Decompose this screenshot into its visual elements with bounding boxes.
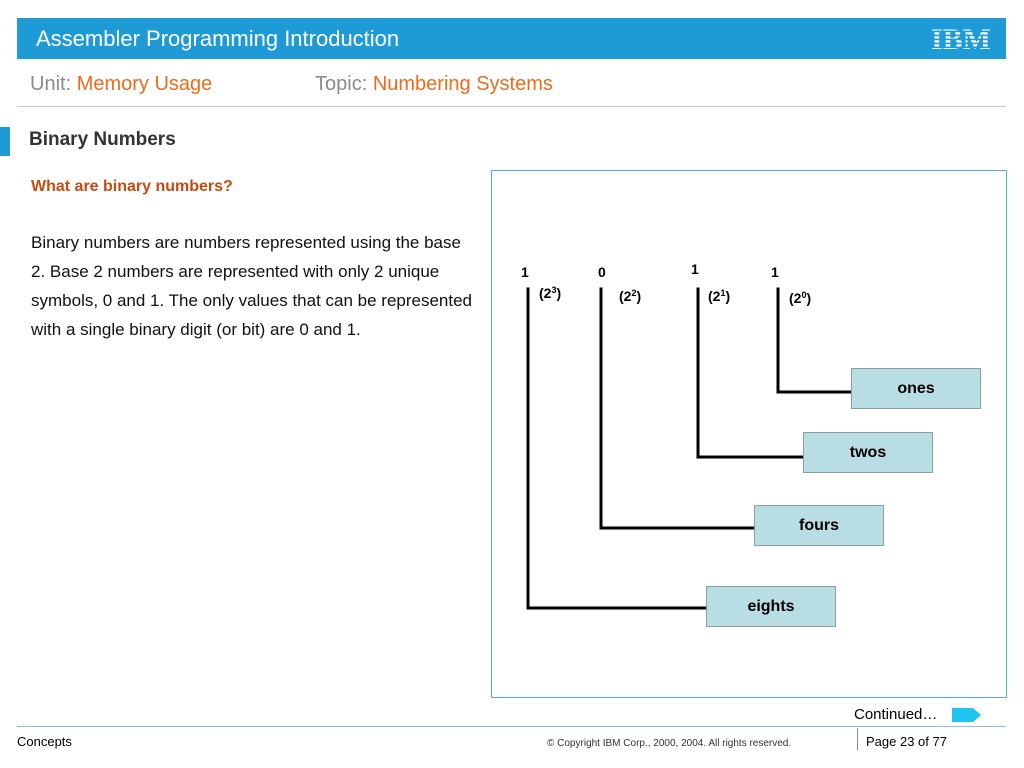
- subheader-divider: [17, 106, 1006, 107]
- footer-divider: [17, 726, 1006, 727]
- bit-digit: 1: [771, 264, 779, 280]
- place-box-twos: twos: [803, 432, 933, 473]
- power-label: (23): [539, 285, 562, 301]
- connector-lines: [526, 287, 853, 610]
- topic-value: Numbering Systems: [372, 73, 553, 95]
- presentation-title: Assembler Programming Introduction: [36, 26, 400, 51]
- connector-fours: [599, 287, 756, 530]
- connector-eights: [526, 287, 708, 610]
- header-bar: Assembler Programming Introduction IBM: [17, 18, 1006, 59]
- topic-label: Topic:: [315, 73, 368, 95]
- connector-ones: [776, 287, 853, 394]
- section-marker: [0, 127, 10, 156]
- bit-digit: 1: [691, 261, 699, 277]
- footer-section-name: Concepts: [17, 734, 72, 749]
- bit-digit: 1: [521, 264, 529, 280]
- page-number: Page 23 of 77: [866, 734, 947, 749]
- place-box-fours: fours: [754, 505, 884, 546]
- bit-digit: 0: [598, 264, 606, 280]
- section-title: Binary Numbers: [29, 129, 176, 150]
- ibm-logo: IBM: [931, 24, 991, 52]
- copyright-notice: © Copyright IBM Corp., 2000, 2004. All r…: [547, 738, 792, 749]
- binary-place-value-diagram: 1 0 1 1 (23) (22) (21) (20) ones twos fo…: [491, 170, 1007, 698]
- power-label: (22): [619, 288, 642, 304]
- connector-twos: [696, 287, 805, 459]
- power-label: (21): [708, 288, 731, 304]
- unit-label: Unit:: [30, 73, 72, 95]
- place-box-ones: ones: [851, 368, 981, 409]
- topic-line: Topic: Numbering Systems: [315, 73, 553, 96]
- continued-label: Continued…: [854, 706, 938, 723]
- place-box-eights: eights: [706, 586, 836, 627]
- unit-line: Unit: Memory Usage: [30, 73, 212, 96]
- svg-text:IBM: IBM: [931, 24, 991, 52]
- unit-value: Memory Usage: [76, 73, 213, 95]
- body-paragraph: Binary numbers are numbers represented u…: [31, 233, 473, 339]
- footer-separator: [857, 728, 858, 750]
- arrow-right-icon[interactable]: [952, 707, 982, 723]
- question-heading: What are binary numbers?: [31, 178, 233, 195]
- power-label: (20): [789, 290, 812, 306]
